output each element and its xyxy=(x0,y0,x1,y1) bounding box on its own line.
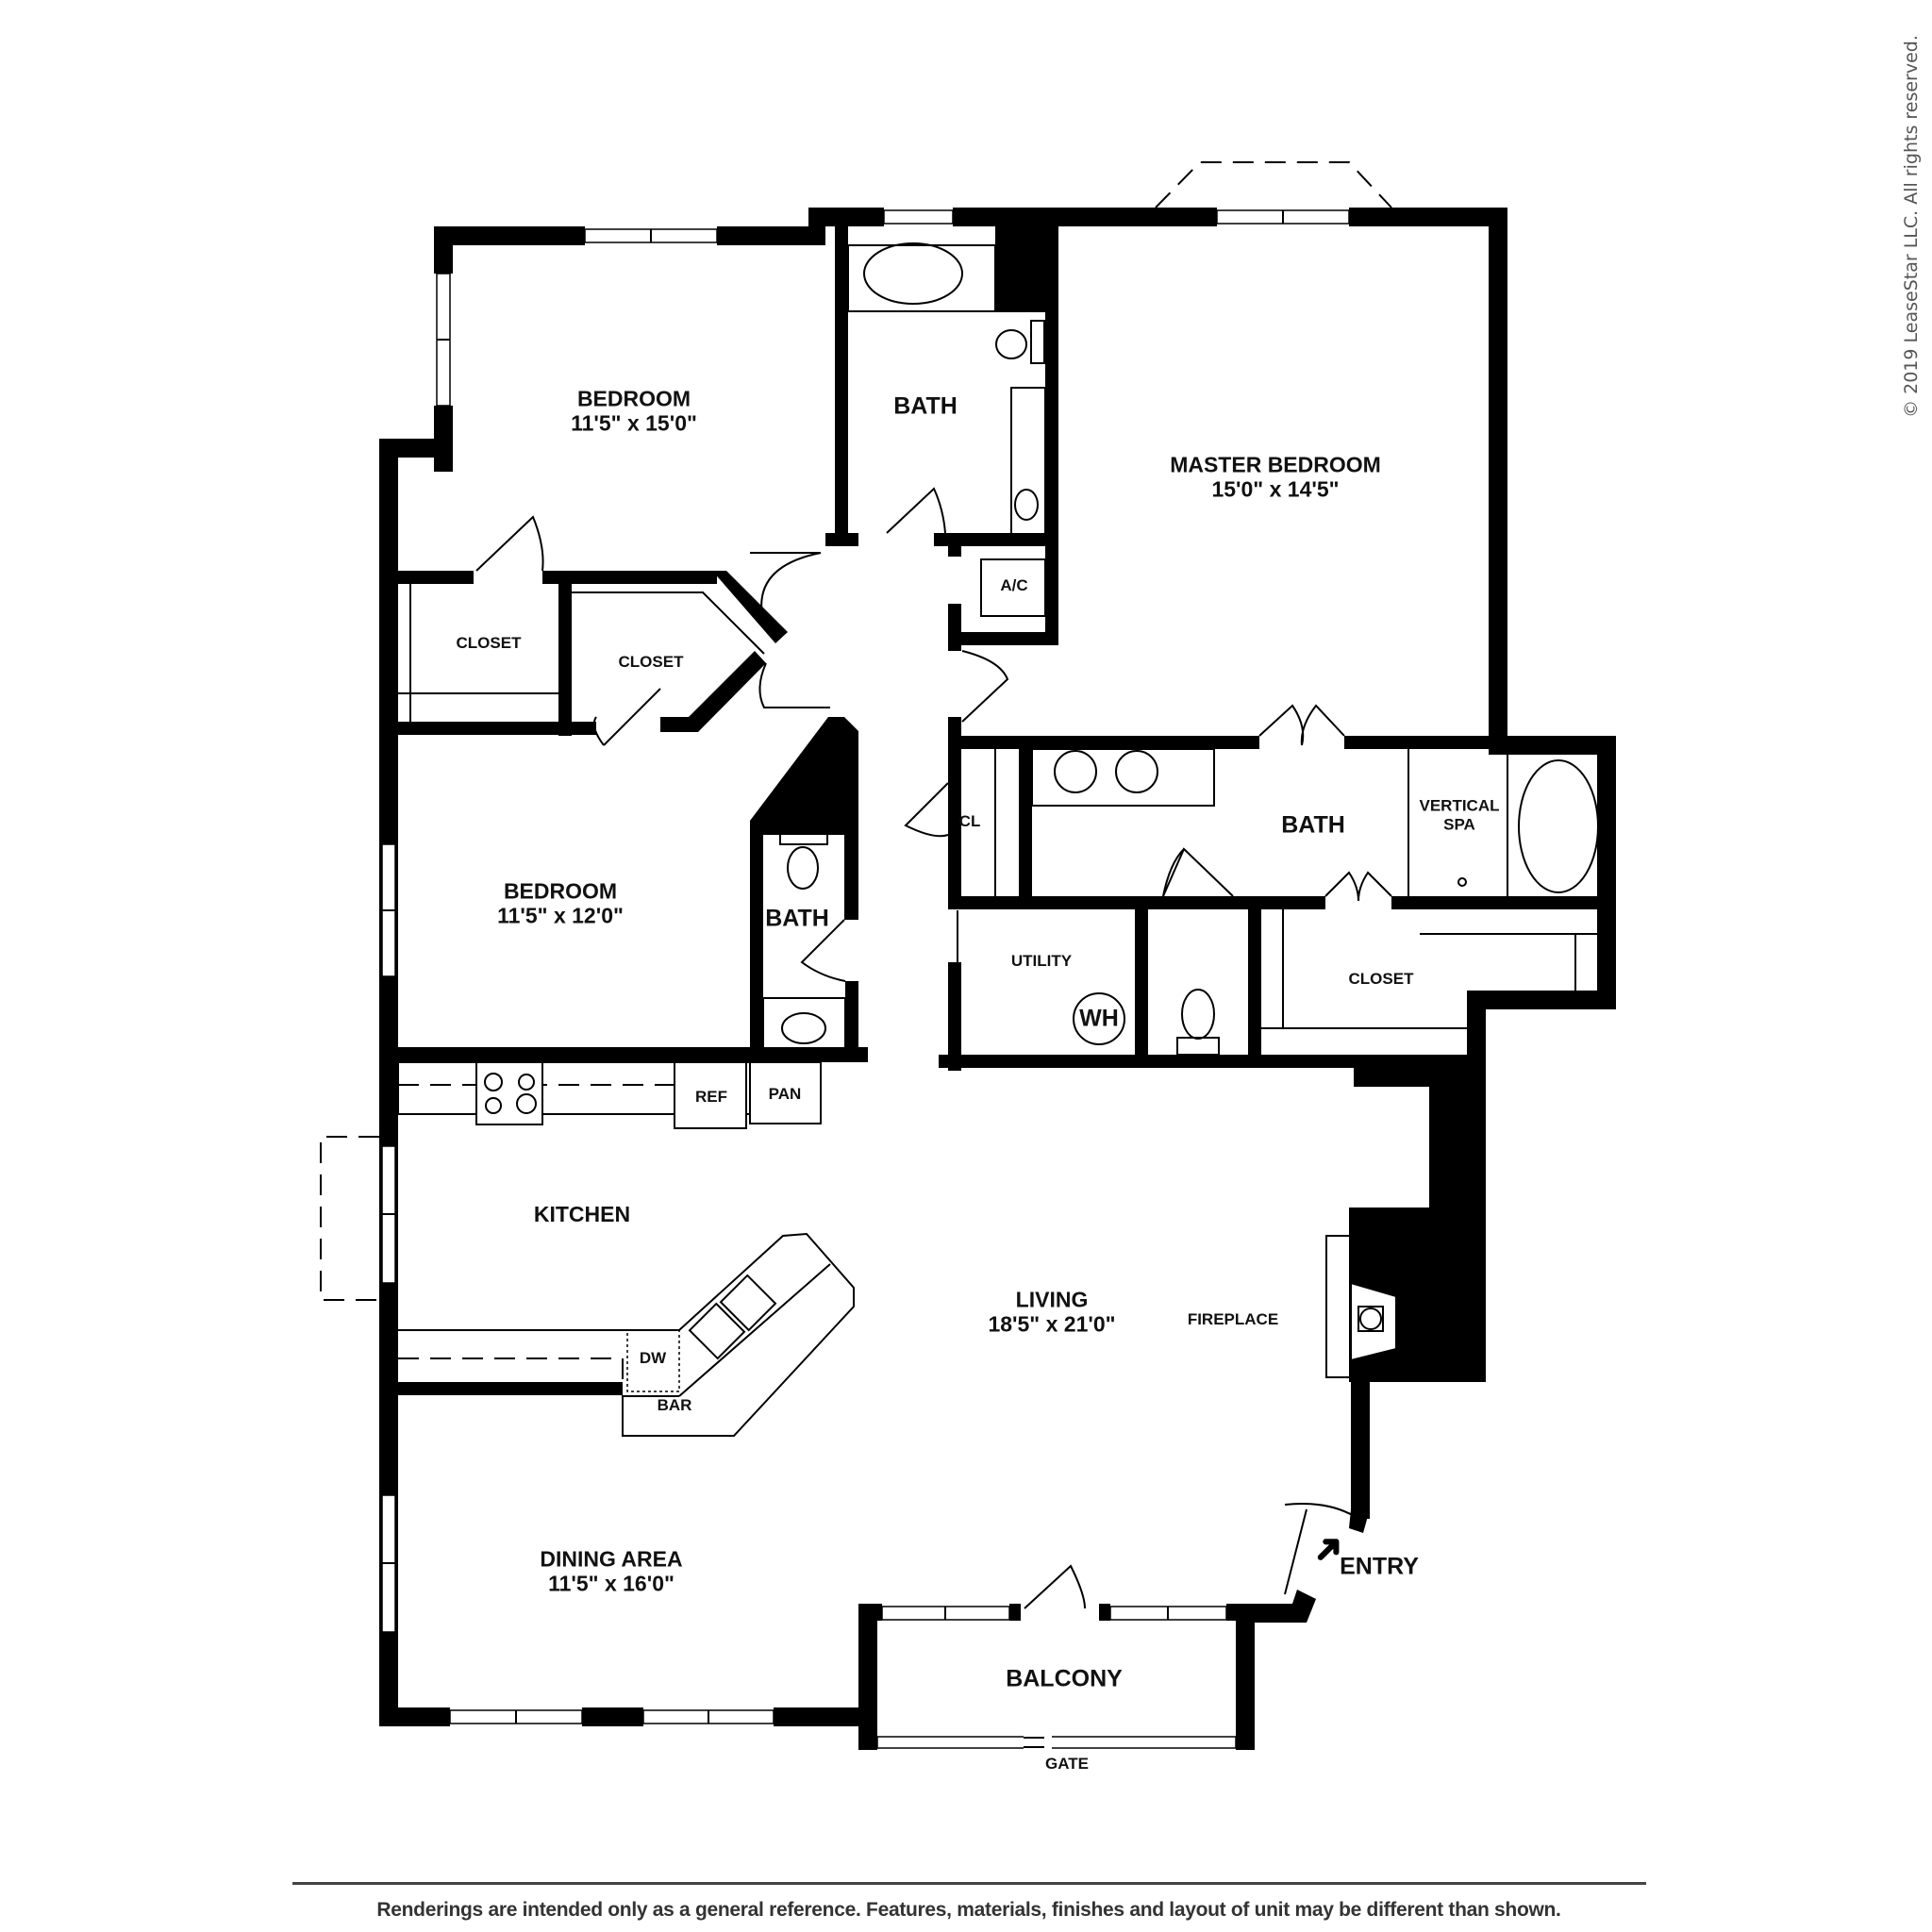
room-name: BEDROOM xyxy=(503,878,618,904)
fireplace-label: FIREPLACE xyxy=(1188,1310,1278,1329)
room-name: REF xyxy=(695,1088,727,1107)
room-label-bath-2: BATH xyxy=(765,906,829,933)
room-name: UTILITY xyxy=(1010,952,1073,971)
room-label-kitchen: KITCHEN xyxy=(534,1202,630,1226)
room-name: CLOSET xyxy=(618,653,684,672)
footer-divider xyxy=(292,1882,1646,1885)
room-name: CLOSET xyxy=(1348,970,1414,989)
room-name: KITCHEN xyxy=(533,1201,631,1226)
dishwasher-label: DW xyxy=(640,1349,666,1368)
room-name: BAR xyxy=(657,1396,692,1415)
room-dimensions: 11'5" x 12'0" xyxy=(497,904,624,928)
room-name: CLOSET xyxy=(456,634,522,653)
room-name: DINING AREA xyxy=(540,1546,683,1572)
room-name: BEDROOM xyxy=(576,386,691,411)
bar-label: BAR xyxy=(658,1396,692,1415)
water-heater-label: WH xyxy=(1079,1006,1119,1033)
entry-label: ENTRY xyxy=(1340,1554,1419,1581)
walls xyxy=(379,208,1616,1750)
room-label-master-bedroom: MASTER BEDROOM 15'0" x 14'5" xyxy=(1170,453,1381,503)
room-name: PAN xyxy=(768,1085,802,1104)
room-label-master-bath: BATH xyxy=(1281,812,1345,840)
room-name: CL xyxy=(958,812,981,831)
room-name: BATH xyxy=(765,905,829,932)
room-dimensions: 18'5" x 21'0" xyxy=(988,1312,1116,1337)
room-name: VERTICAL xyxy=(1419,796,1500,815)
room-name: LIVING xyxy=(1015,1287,1089,1312)
room-name: WH xyxy=(1079,1005,1119,1032)
room-label-bedroom-1: BEDROOM 11'5" x 15'0" xyxy=(571,387,697,437)
bay-window-outline xyxy=(1155,161,1392,208)
room-name: ENTRY xyxy=(1340,1553,1419,1580)
copyright-notice: © 2019 LeaseStar LLC. All rights reserve… xyxy=(1901,35,1922,418)
room-name-line-2: SPA xyxy=(1443,815,1475,833)
room-name: A/C xyxy=(1000,576,1028,595)
room-label-cl: CL xyxy=(959,812,981,831)
doors xyxy=(475,487,1392,1609)
room-dimensions: 15'0" x 14'5" xyxy=(1211,477,1340,502)
room-label-bedroom-2: BEDROOM 11'5" x 12'0" xyxy=(497,879,624,929)
room-dimensions: 11'5" x 15'0" xyxy=(571,411,697,436)
room-name: DW xyxy=(639,1349,667,1368)
room-label-master-closet: CLOSET xyxy=(1349,970,1414,989)
refrigerator-label: REF xyxy=(695,1088,727,1107)
disclaimer-text: Renderings are intended only as a genera… xyxy=(376,1899,1561,1921)
room-label-dining: DINING AREA 11'5" x 16'0" xyxy=(540,1547,682,1597)
room-label-balcony: BALCONY xyxy=(1006,1666,1123,1693)
room-label-vertical-spa: VERTICAL SPA xyxy=(1420,796,1500,833)
room-label-closet-1: CLOSET xyxy=(457,634,522,653)
room-name: BALCONY xyxy=(1006,1665,1123,1692)
kitchen-bay-outline xyxy=(320,1136,379,1301)
room-name: BATH xyxy=(893,392,958,420)
gate-label: GATE xyxy=(1045,1755,1089,1774)
room-name: BATH xyxy=(1281,811,1345,839)
room-name: MASTER BEDROOM xyxy=(1170,452,1381,477)
room-label-bath-1: BATH xyxy=(893,393,958,421)
room-name: GATE xyxy=(1045,1755,1089,1774)
fixtures xyxy=(397,242,1599,1437)
room-label-living: LIVING 18'5" x 21'0" xyxy=(988,1288,1115,1338)
room-dimensions: 11'5" x 16'0" xyxy=(548,1572,675,1596)
room-label-closet-2: CLOSET xyxy=(619,653,684,672)
windows xyxy=(381,209,1350,1751)
pantry-label: PAN xyxy=(769,1085,802,1104)
room-label-ac: A/C xyxy=(1000,576,1027,595)
room-label-utility: UTILITY xyxy=(1011,952,1072,971)
room-name: FIREPLACE xyxy=(1187,1310,1279,1329)
